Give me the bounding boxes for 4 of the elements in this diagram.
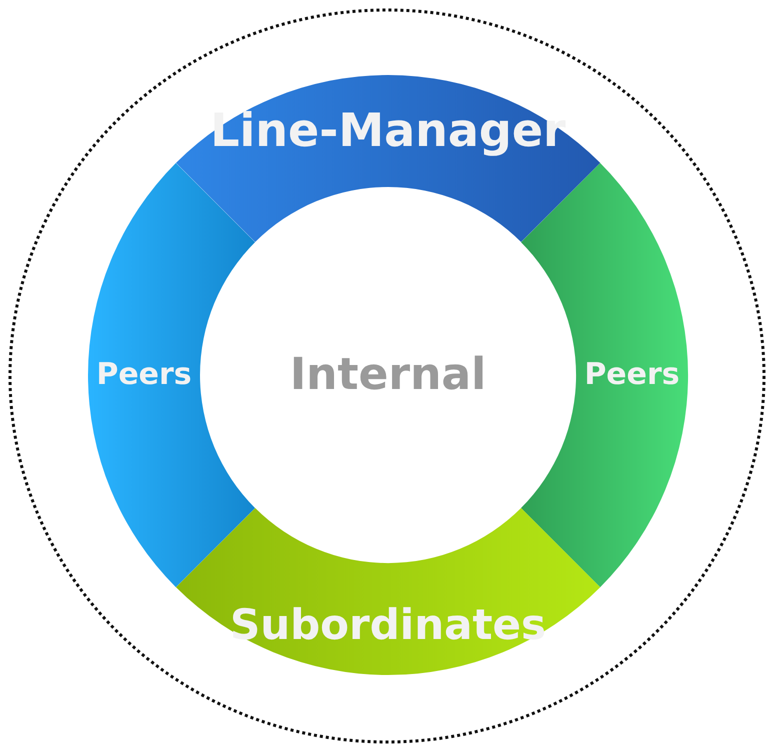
segment-label: Peers: [584, 360, 680, 390]
center-label: Internal: [290, 353, 486, 397]
segment-label: Peers: [96, 360, 192, 390]
segment-label: Subordinates: [230, 604, 546, 646]
